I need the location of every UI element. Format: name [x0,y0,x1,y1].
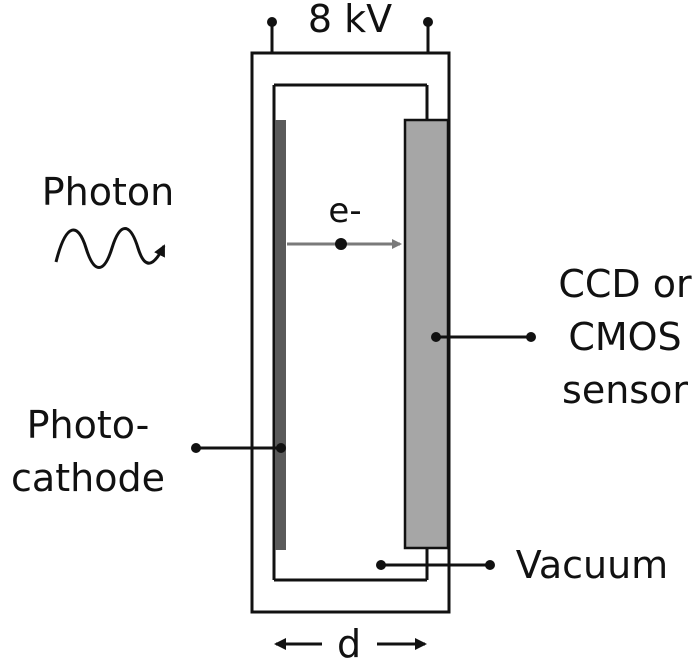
photon-label: Photon [42,170,174,214]
electron-label: e- [328,191,361,231]
sensor-plate [403,118,450,550]
sensor-leader-dot-end [526,332,536,342]
vacuum-leader-dot-end [485,560,495,570]
sensor-leader-dot-start [431,332,441,342]
photocathode-plate [275,120,286,550]
vacuum-leader-dot-start [376,560,386,570]
vacuum-label: Vacuum [516,543,668,587]
sensor-label-line2: CMOS [568,315,681,359]
sensor-label-line1: CCD or [558,262,692,306]
voltage-label: 8 kV [308,0,392,41]
electrode-right-terminal [423,17,433,27]
gap-label: d [337,622,361,661]
photocathode-leader-dot-end [276,443,286,453]
photocathode-label-line2: cathode [11,456,165,500]
photon-wave-icon [54,227,166,269]
sensor-label-line3: sensor [562,368,688,412]
photocathode-label-line1: Photo- [27,403,150,447]
electrode-left-terminal [267,17,277,27]
electron-dot [335,238,347,250]
photocathode-leader-dot-start [191,443,201,453]
